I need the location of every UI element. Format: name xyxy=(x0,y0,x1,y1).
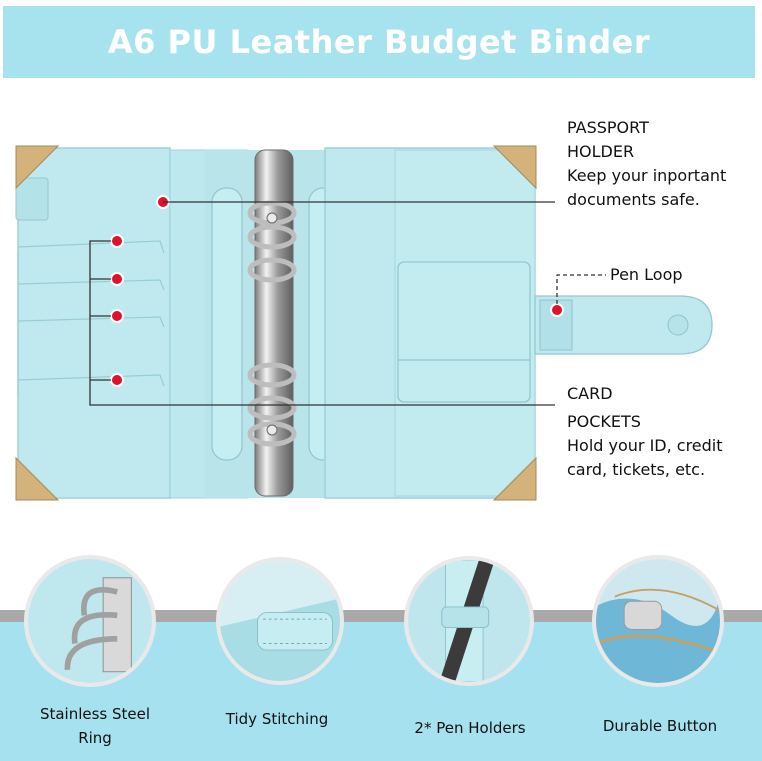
feature-label-pen-holders: 2* Pen Holders xyxy=(392,716,548,740)
left-strap xyxy=(15,177,49,221)
passport-desc-line-2: documents safe. xyxy=(567,190,700,209)
feature-band-stripe xyxy=(0,610,762,622)
snap-tab xyxy=(534,295,713,355)
pen-loop-callout: Pen Loop xyxy=(610,263,683,287)
feature-label-stitching: Tidy Stitching xyxy=(200,707,354,731)
feature-button-line-1: Durable Button xyxy=(602,717,718,735)
card-title-line-2: POCKETS xyxy=(567,412,641,431)
rings xyxy=(247,200,297,447)
card-title-line-1: CARD xyxy=(567,384,613,403)
stitching-closeup-icon xyxy=(216,557,344,685)
passport-title-line-1: PASSPORT xyxy=(567,118,649,137)
header-banner: A6 PU Leather Budget Binder xyxy=(3,6,755,78)
button-snap-closeup-icon xyxy=(592,555,724,687)
passport-title-line-2: HOLDER xyxy=(567,142,635,161)
right-pocket xyxy=(397,261,531,403)
feature-ring-line-2: Ring xyxy=(78,729,112,747)
card-callout: CARD POCKETS Hold your ID, credit card, … xyxy=(567,382,723,482)
ring-bar xyxy=(254,149,294,497)
ring-mechanism-closeup-icon xyxy=(24,555,156,687)
pen-loop-label: Pen Loop xyxy=(610,265,683,284)
card-desc-line-1: Hold your ID, credit xyxy=(567,436,723,455)
feature-pen-line-1: 2* Pen Holders xyxy=(414,719,526,737)
pen-slot-left xyxy=(211,187,243,461)
feature-label-ring: Stainless Steel Ring xyxy=(20,702,170,750)
pen-holder-closeup-icon xyxy=(404,556,534,686)
feature-label-button: Durable Button xyxy=(582,714,738,738)
passport-callout: PASSPORT HOLDER Keep your inportant docu… xyxy=(567,116,726,212)
corner-guards xyxy=(15,145,537,501)
card-pockets xyxy=(17,240,165,395)
card-desc-line-2: card, tickets, etc. xyxy=(567,460,706,479)
feature-stitching-line-1: Tidy Stitching xyxy=(225,710,329,728)
leader-lines xyxy=(89,201,606,406)
callout-dots xyxy=(110,195,564,387)
page-title: A6 PU Leather Budget Binder xyxy=(107,23,651,61)
passport-desc-line-1: Keep your inportant xyxy=(567,166,727,185)
feature-ring-line-1: Stainless Steel xyxy=(39,705,151,723)
